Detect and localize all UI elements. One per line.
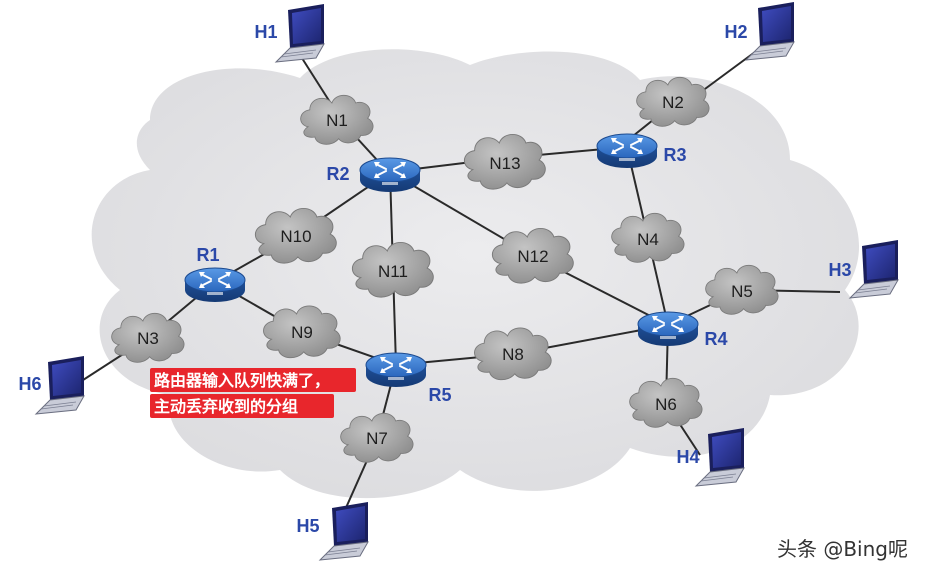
host-label-h2: H2: [724, 22, 747, 42]
router-r3: [596, 133, 658, 169]
host-label-h6: H6: [18, 374, 41, 394]
congestion-annotation: 路由器输入队列快满了， 主动丢弃收到的分组: [150, 368, 356, 418]
network-label-n12: N12: [517, 247, 548, 266]
network-label-n1: N1: [326, 111, 348, 130]
router-label-r1: R1: [196, 245, 219, 265]
network-label-n5: N5: [731, 282, 753, 301]
host-label-h4: H4: [676, 447, 699, 467]
router-label-r3: R3: [663, 145, 686, 165]
network-label-n6: N6: [655, 395, 677, 414]
network-label-n10: N10: [280, 227, 311, 246]
annotation-line-2: 主动丢弃收到的分组: [154, 397, 298, 416]
host-label-h3: H3: [828, 260, 851, 280]
annotation-line-1: 路由器输入队列快满了，: [154, 371, 330, 390]
network-label-n13: N13: [489, 154, 520, 173]
router-label-r2: R2: [326, 164, 349, 184]
network-label-n11: N11: [378, 262, 408, 281]
network-label-n7: N7: [366, 429, 388, 448]
router-r2: [359, 157, 421, 193]
host-label-h5: H5: [296, 516, 319, 536]
host-label-h1: H1: [254, 22, 277, 42]
laptop-icon-h5: [319, 501, 369, 561]
network-label-n9: N9: [291, 323, 313, 342]
watermark: 头条 @Bing呢: [777, 537, 908, 561]
laptop-icon-h1: [275, 3, 325, 63]
router-r5: [365, 352, 427, 388]
network-label-n4: N4: [637, 230, 659, 249]
laptop-icon-h6: [35, 355, 85, 415]
laptop-icon-h2: [745, 1, 795, 61]
network-label-n3: N3: [137, 329, 159, 348]
router-label-r4: R4: [704, 329, 727, 349]
network-label-n8: N8: [502, 345, 524, 364]
network-label-n2: N2: [662, 93, 684, 112]
router-label-r5: R5: [428, 385, 451, 405]
router-r4: [637, 311, 699, 347]
router-r1: [184, 267, 246, 303]
